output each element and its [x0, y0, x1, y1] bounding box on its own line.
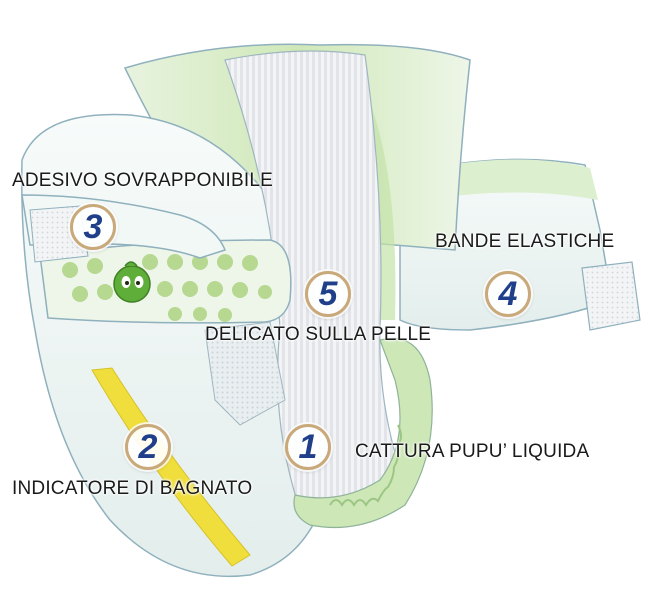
- badge-4: 4: [485, 271, 531, 317]
- label-bande: BANDE ELASTICHE: [435, 231, 615, 252]
- leak-guard: [293, 337, 433, 529]
- right-band-green-edge: [420, 159, 598, 200]
- label-delicato: DELICATO SULLA PELLE: [205, 324, 432, 345]
- right-tape-tab: [581, 261, 641, 331]
- label-adesivo: ADESIVO SOVRAPPONIBILE: [12, 170, 273, 191]
- mascot-icon: [113, 261, 151, 303]
- polka-dots: [62, 254, 272, 322]
- mesh-patch: [204, 321, 286, 426]
- badge-5: 5: [305, 271, 351, 317]
- label-cattura: CATTURA PUPU’ LIQUIDA: [355, 441, 590, 462]
- badge-1: 1: [285, 424, 331, 470]
- badge-3: 3: [70, 204, 116, 250]
- leak-guard-ruffle: [329, 424, 402, 507]
- badge-2: 2: [125, 424, 171, 470]
- label-indicatore: INDICATORE DI BAGNATO: [12, 478, 253, 499]
